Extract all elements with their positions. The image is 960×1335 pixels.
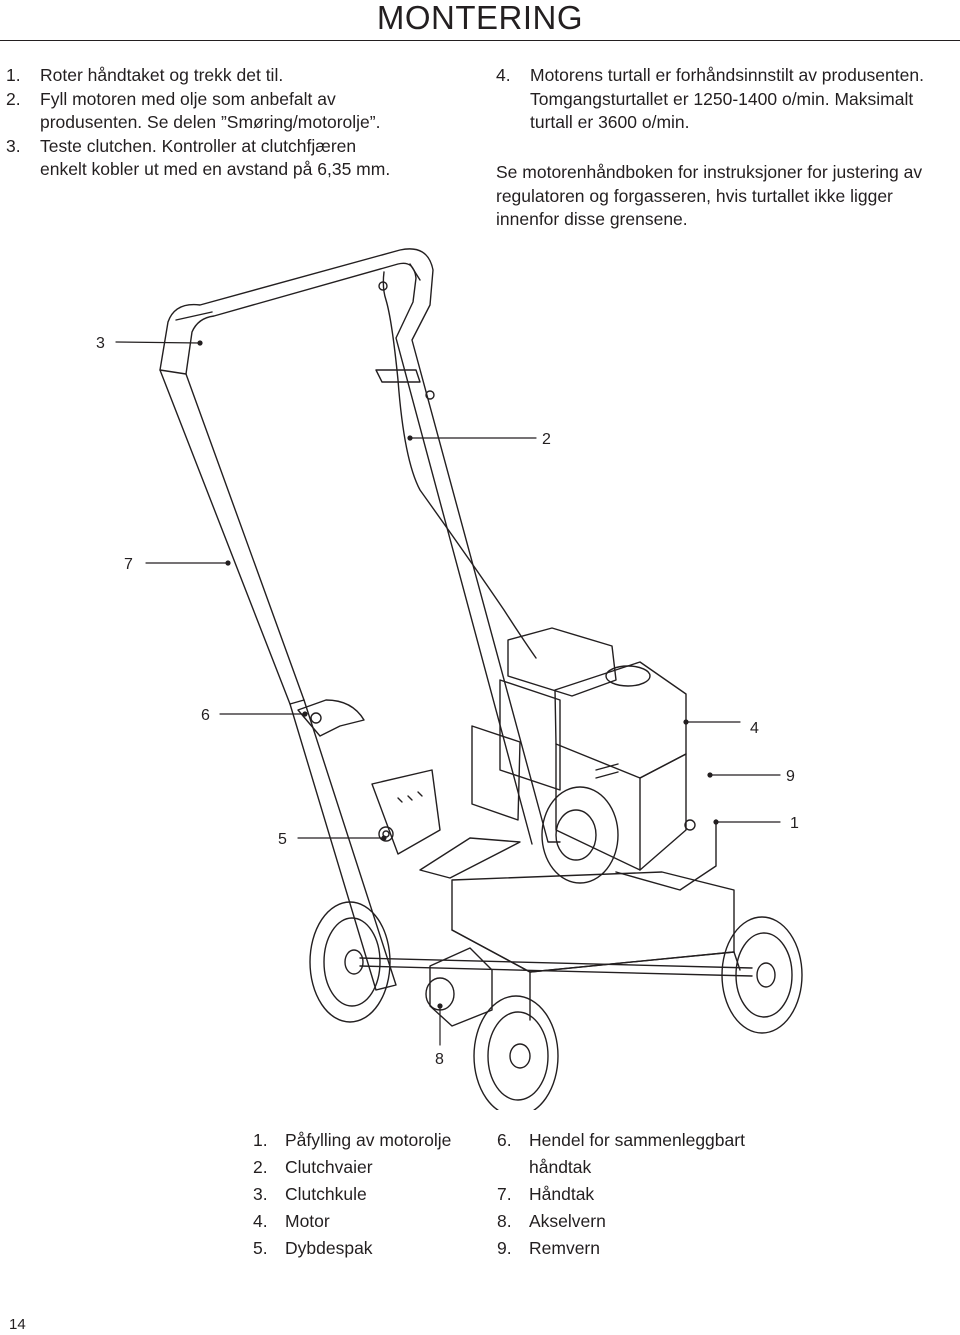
assembly-steps-right: 4. Motorens turtall er forhåndsinnstilt a… xyxy=(496,64,956,135)
legend-text: Håndtak xyxy=(529,1184,595,1204)
legend-text: Hendel for sammenleggbart håndtak xyxy=(529,1130,745,1177)
wheel-back-left xyxy=(309,901,391,1023)
assembly-steps-left: 1. Roter håndtaket og trekk det til. 2. Fy… xyxy=(6,64,406,182)
step-text: Roter håndtaket og trekk det til. xyxy=(40,65,284,85)
legend-number: 3. xyxy=(253,1184,268,1204)
legend-text: Påfylling av motorolje xyxy=(285,1130,452,1150)
legend-item: 5. Dybdespak xyxy=(253,1235,493,1262)
legend-number: 4. xyxy=(253,1211,268,1231)
legend-number: 5. xyxy=(253,1238,268,1258)
legend-item: 9. Remvern xyxy=(497,1235,797,1262)
callout-9: 9 xyxy=(786,768,795,785)
engine-manual-note: Se motorenhåndboken for instruksjoner fo… xyxy=(496,162,923,229)
callout-2: 2 xyxy=(542,431,551,448)
axle xyxy=(359,957,753,977)
deck xyxy=(419,837,741,1021)
wheel-back-right xyxy=(721,916,803,1034)
legend-number: 9. xyxy=(497,1238,512,1258)
step-item: 3. Teste clutchen. Kontroller at clutchfj… xyxy=(6,135,406,182)
parts-legend-right: 6. Hendel for sammenleggbart håndtak 7. Hå… xyxy=(497,1127,797,1262)
engine xyxy=(471,627,717,891)
wheel-front-left xyxy=(473,995,559,1110)
clutch-cable xyxy=(375,271,537,659)
legend-text: Clutchkule xyxy=(285,1184,367,1204)
callout-8: 8 xyxy=(435,1051,444,1068)
legend-item: 3. Clutchkule xyxy=(253,1181,493,1208)
legend-item: 4. Motor xyxy=(253,1208,493,1235)
step-text: Motorens turtall er forhåndsinnstilt av … xyxy=(530,65,924,132)
legend-text: Clutchvaier xyxy=(285,1157,373,1177)
legend-number: 6. xyxy=(497,1130,512,1150)
handle xyxy=(159,248,561,991)
callout-lines xyxy=(115,340,781,1046)
step-text: Teste clutchen. Kontroller at clutchfjær… xyxy=(40,135,391,180)
step-item: 4. Motorens turtall er forhåndsinnstilt a… xyxy=(496,64,956,135)
depth-lever xyxy=(371,769,441,855)
legend-text: Motor xyxy=(285,1211,330,1231)
callout-3: 3 xyxy=(96,335,105,352)
dethatcher-illustration: 3 2 7 6 4 9 5 1 8 xyxy=(96,248,803,1110)
step-number: 1. xyxy=(6,65,21,85)
legend-text: Dybdespak xyxy=(285,1238,373,1258)
page-title: MONTERING xyxy=(376,0,583,36)
legend-number: 8. xyxy=(497,1211,512,1231)
legend-item: 8. Akselvern xyxy=(497,1208,797,1235)
legend-item: 6. Hendel for sammenleggbart håndtak xyxy=(497,1127,797,1181)
legend-number: 7. xyxy=(497,1184,512,1204)
callout-5: 5 xyxy=(278,831,287,848)
callout-7: 7 xyxy=(124,556,133,573)
legend-item: 2. Clutchvaier xyxy=(253,1154,493,1181)
legend-text: Remvern xyxy=(529,1238,600,1258)
callout-6: 6 xyxy=(201,707,210,724)
page-number: 14 xyxy=(9,1316,26,1333)
callout-numbers: 3 2 7 6 4 9 5 1 8 xyxy=(96,335,799,1068)
legend-item: 7. Håndtak xyxy=(497,1181,797,1208)
parts-legend-left: 1. Påfylling av motorolje 2. Clutchvaier 3… xyxy=(253,1127,493,1262)
step-number: 3. xyxy=(6,135,21,156)
legend-item: 1. Påfylling av motorolje xyxy=(253,1127,493,1154)
callout-4: 4 xyxy=(750,720,759,737)
folding-lever xyxy=(297,699,365,737)
header-rule xyxy=(0,40,960,41)
step-item: 1. Roter håndtaket og trekk det til. xyxy=(6,64,406,88)
step-text: Fyll motoren med olje som anbefalt av pr… xyxy=(40,88,381,133)
step-number: 2. xyxy=(6,88,21,109)
legend-number: 1. xyxy=(253,1130,268,1150)
legend-number: 2. xyxy=(253,1157,268,1177)
step-item: 2. Fyll motoren med olje som anbefalt av … xyxy=(6,88,406,135)
callout-1: 1 xyxy=(790,815,799,832)
step-number: 4. xyxy=(496,65,511,85)
legend-text: Akselvern xyxy=(529,1211,606,1231)
